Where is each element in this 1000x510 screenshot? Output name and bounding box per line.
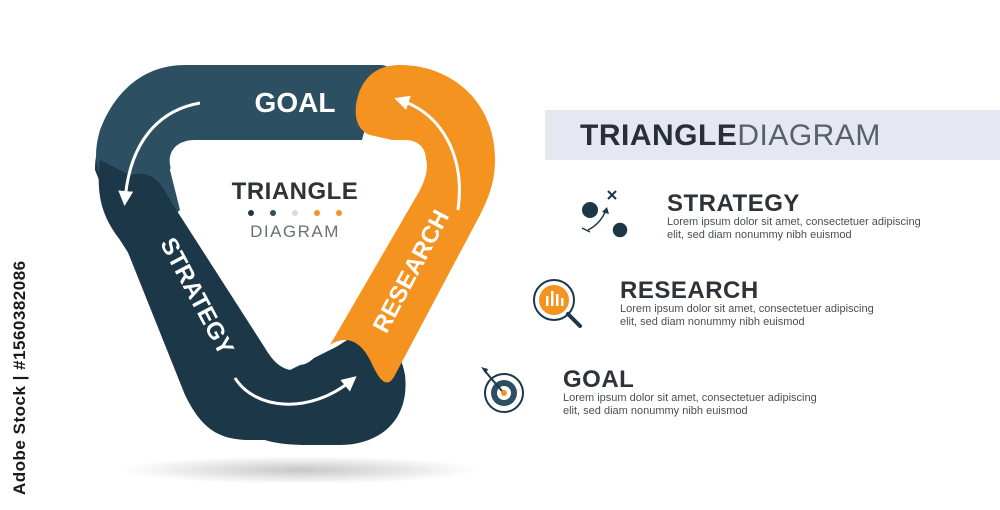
research-icon	[530, 276, 586, 332]
inner-triangle	[169, 140, 426, 365]
item-title-research: RESEARCH	[620, 277, 759, 304]
item-desc-goal-line1: Lorem ipsum dolor sit amet, consectetuer…	[563, 392, 817, 404]
strategy-band	[98, 160, 406, 445]
page-title-light: DIAGRAM	[737, 119, 881, 152]
dot	[336, 210, 342, 216]
item-title-strategy: STRATEGY	[667, 190, 800, 217]
dot	[292, 210, 298, 216]
arrow-goal	[118, 101, 201, 206]
arrow-research	[394, 95, 461, 211]
dot	[314, 210, 320, 216]
goal-segment	[96, 65, 391, 219]
item-desc-research-line2: elit, sed diam nonummy nibh euismod	[620, 316, 805, 328]
target-icon	[478, 364, 526, 416]
dot	[270, 210, 276, 216]
center-subtitle: DIAGRAM	[250, 222, 340, 241]
item-desc-strategy-line1: Lorem ipsum dolor sit amet, consectetuer…	[667, 216, 921, 228]
item-desc-research-line1: Lorem ipsum dolor sit amet, consectetuer…	[620, 303, 874, 315]
drop-shadow	[120, 456, 480, 484]
segment-label-goal: GOAL	[255, 87, 336, 118]
page-title: TRIANGLEDIAGRAM	[580, 116, 881, 156]
color-dots	[248, 210, 348, 218]
page-title-bold: TRIANGLE	[580, 119, 738, 152]
title-band	[545, 110, 1000, 160]
item-desc-goal-line2: elit, sed diam nonummy nibh euismod	[563, 405, 748, 417]
research-segment	[330, 65, 495, 383]
dot	[248, 210, 254, 216]
strategy-icon	[578, 186, 632, 240]
stock-watermark-text: Adobe Stock | #1560382086	[10, 260, 29, 495]
arrow-strategy	[233, 376, 357, 406]
item-desc-strategy-line2: elit, sed diam nonummy nibh euismod	[667, 229, 852, 241]
item-title-goal: GOAL	[563, 366, 635, 393]
center-title: TRIANGLE	[231, 178, 359, 205]
